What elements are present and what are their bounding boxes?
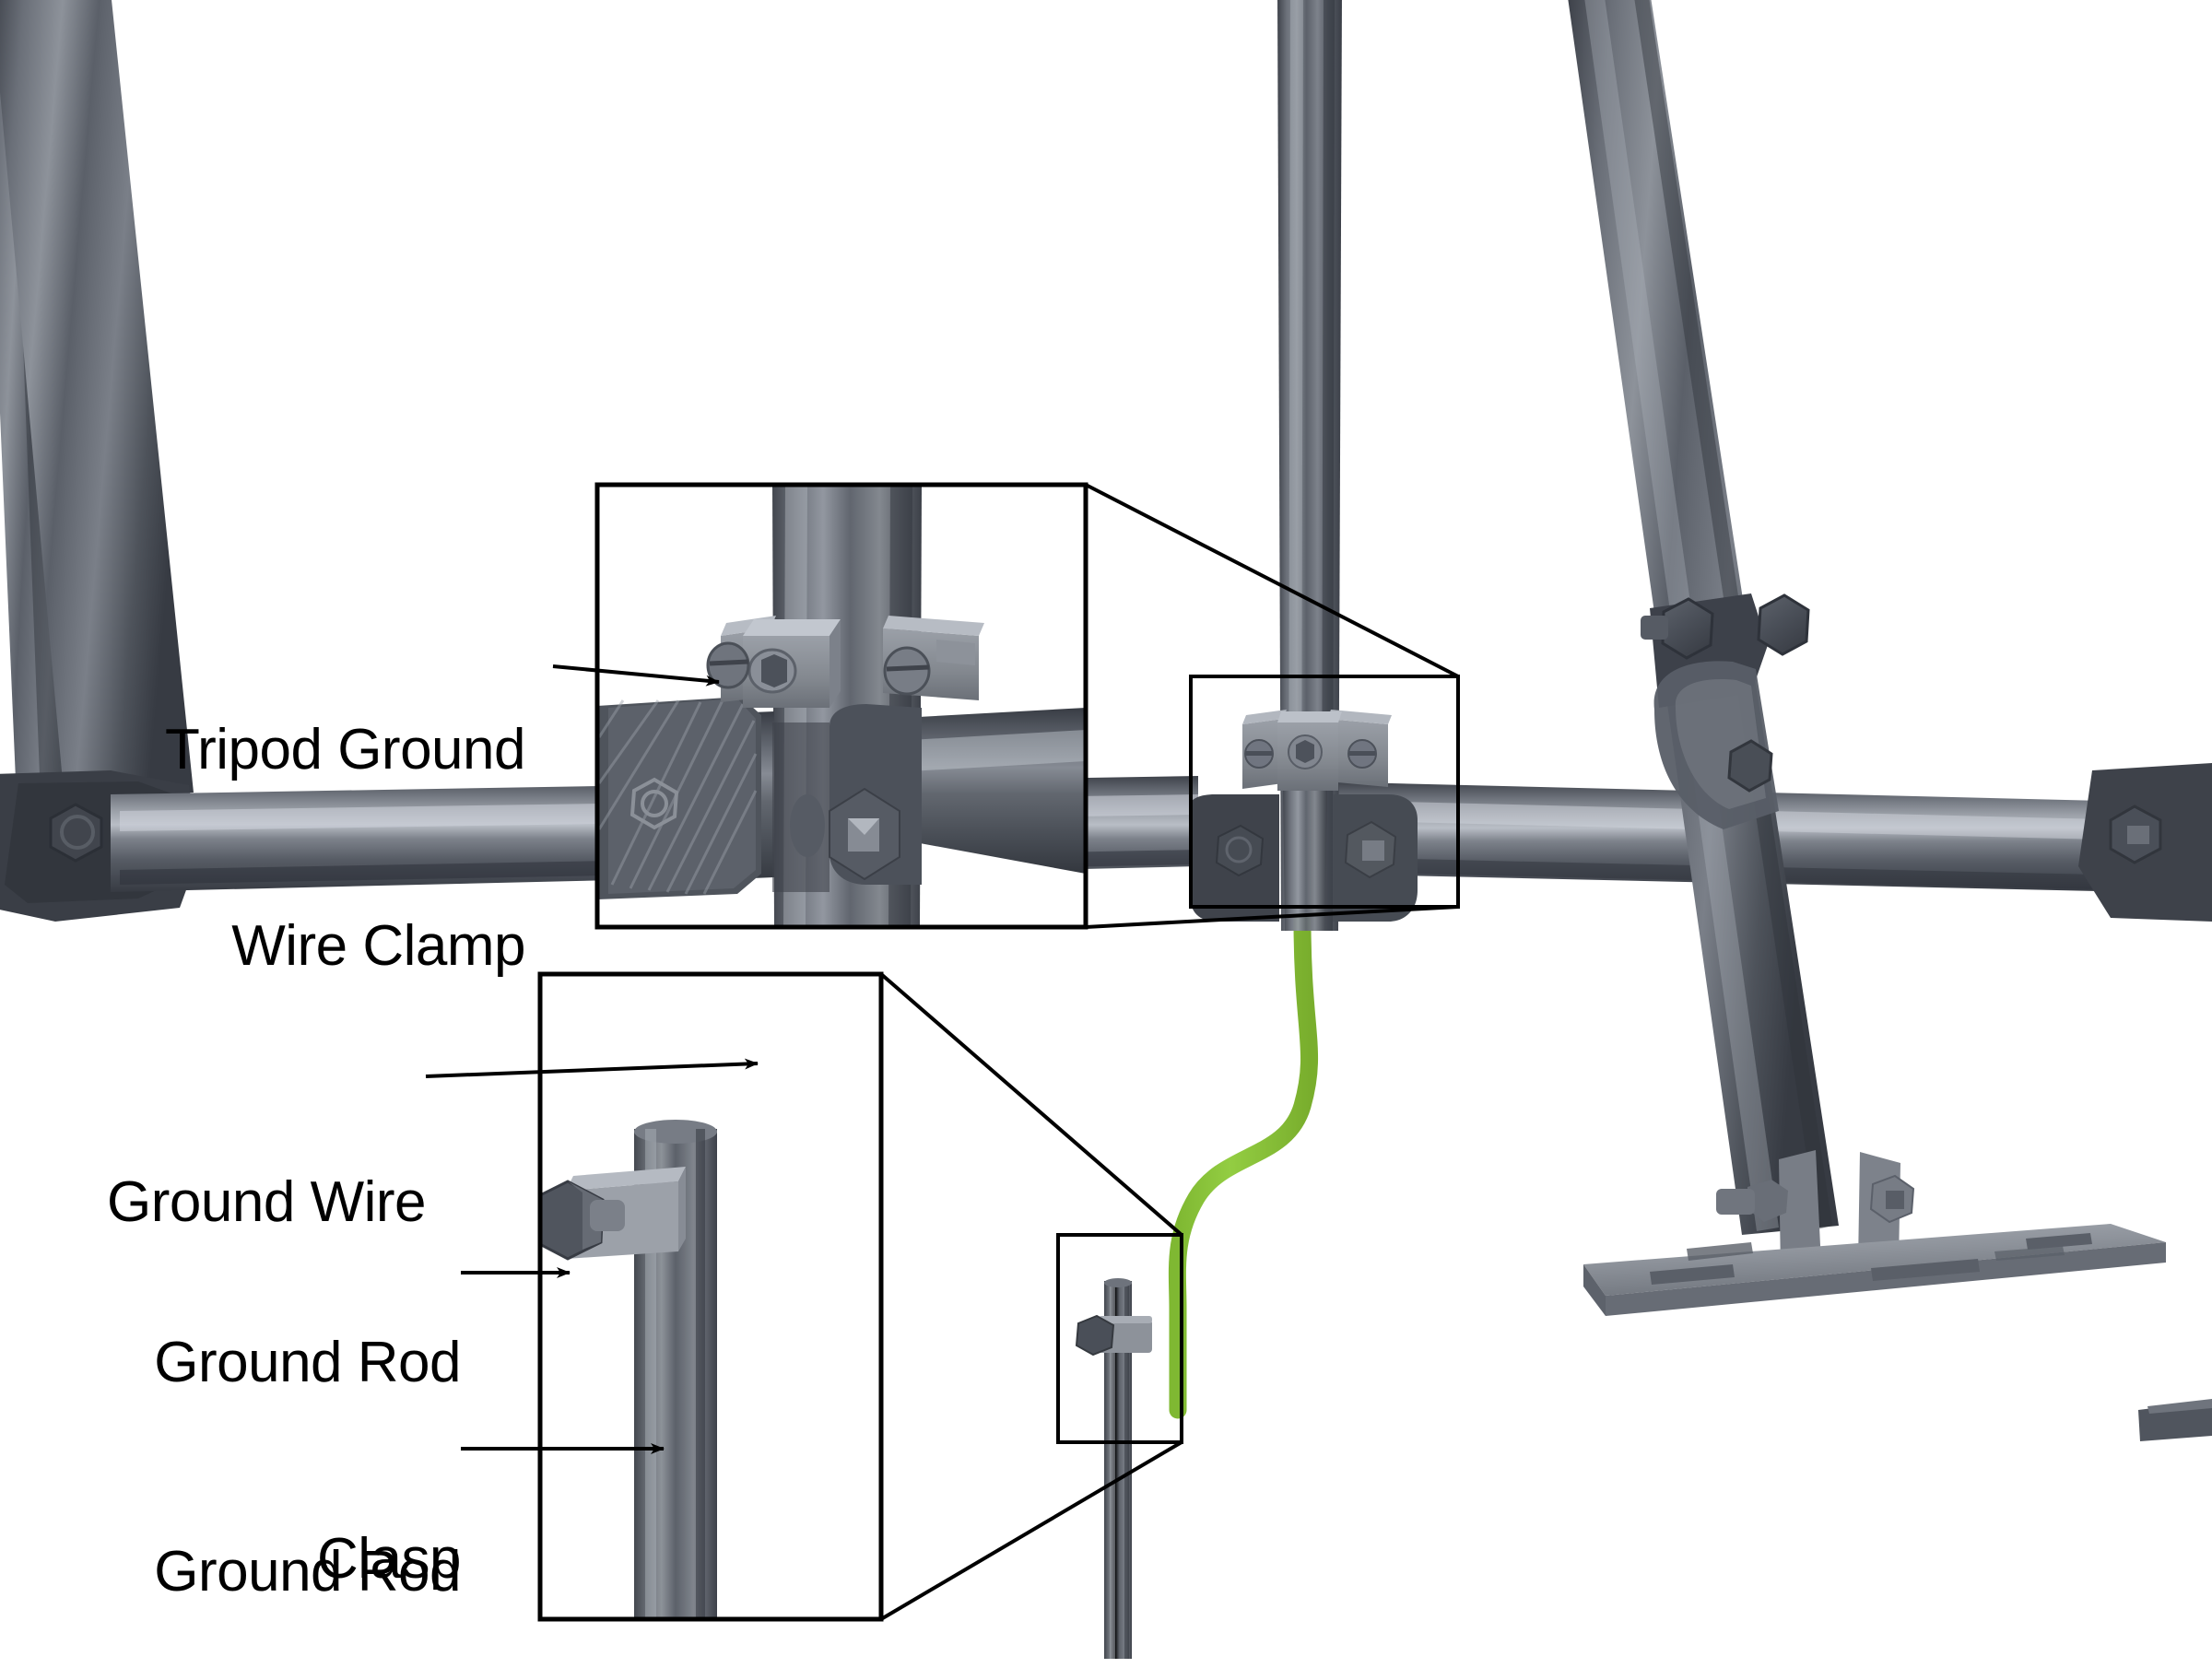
clamp-screw-left xyxy=(1244,739,1274,769)
label-line-2: Wire Clamp xyxy=(231,914,525,979)
bottom-right-stub xyxy=(2138,1399,2212,1441)
callout-rod-leaders xyxy=(879,972,1183,1621)
inset-rod-detail xyxy=(537,971,884,1622)
hex-bolt-right xyxy=(2109,805,2162,864)
callout-clamp-leaders xyxy=(1085,483,1459,929)
label-ground-rod: Ground Rod xyxy=(97,1412,461,1668)
clamp-screw-right xyxy=(1347,739,1377,769)
inset-ground-rod-clasp xyxy=(540,1167,686,1261)
tripod-leg-left-upper xyxy=(0,0,194,802)
hex-bolt-left xyxy=(49,803,103,863)
inset-tripod-ground-wire-clamp xyxy=(706,616,984,708)
inset-mast-saddle-right xyxy=(829,704,922,885)
callout-rod-source-box xyxy=(1056,1233,1183,1444)
mast-brace-saddle-left xyxy=(1190,794,1279,922)
label-tripod-ground-wire-clamp: Tripod Ground Wire Clamp xyxy=(138,585,525,1045)
hex-bolt-upper-right-2 xyxy=(1757,593,1810,656)
label-line-1: Tripod Ground xyxy=(165,717,525,781)
leader-ground-wire xyxy=(425,1058,759,1078)
label-line-1: Ground Wire xyxy=(107,1169,426,1234)
mast-brace-saddle-right xyxy=(1333,794,1418,922)
leader-tripod-ground-wire-clamp xyxy=(552,664,720,687)
ground-rod-clasp xyxy=(1075,1314,1152,1357)
foot-clevis xyxy=(1716,1150,1915,1270)
tripod-ground-wire-clamp xyxy=(1242,710,1392,791)
right-junction-bracket xyxy=(2078,763,2212,922)
label-line-1: Ground Rod xyxy=(154,1539,461,1603)
hex-bolt-upper-right xyxy=(1641,597,1714,660)
callout-clamp-source-box xyxy=(1189,675,1460,909)
knurled-end-cap xyxy=(597,697,761,899)
clamp-hex-socket xyxy=(1288,734,1323,769)
label-line-1: Ground Rod xyxy=(154,1330,461,1394)
inset-clamp-screw-right xyxy=(883,646,931,696)
label-line-2: Clasp xyxy=(316,1527,462,1592)
hex-bolt-saddle xyxy=(1727,739,1773,793)
label-ground-wire: Ground Wire xyxy=(85,1042,426,1298)
inset-mast-saddle-left xyxy=(772,722,830,892)
inset-clamp-detail xyxy=(594,482,1088,930)
tripod-base-plate xyxy=(1583,1150,2166,1316)
leg-bracket-upper-right xyxy=(1641,593,1810,829)
label-ground-rod-clasp: Ground Rod Clasp xyxy=(92,1198,461,1658)
